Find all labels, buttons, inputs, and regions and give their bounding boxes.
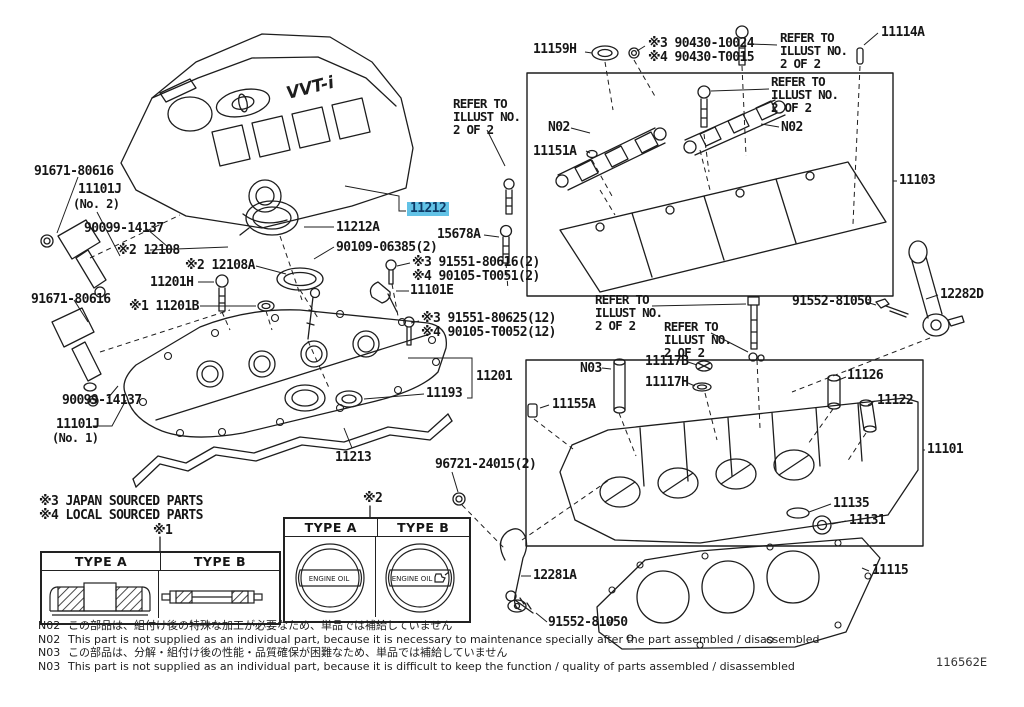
- part-label-11101j-no1: 11101J: [56, 417, 100, 432]
- part-label-11131: 11131: [849, 513, 886, 528]
- refer-note-mid-2: REFER TO ILLUST NO. 2 OF 2: [664, 319, 732, 361]
- part-label-91671-80616-bot: 91671-80616: [31, 292, 111, 307]
- table2-header-type-b: TYPE B: [376, 519, 470, 536]
- table1-divider: [158, 571, 159, 618]
- refer-note-top-right: REFER TO ILLUST NO. 2 OF 2: [780, 30, 848, 72]
- part-label-11101e: 11101E: [410, 283, 454, 298]
- cap-text-type-a: ENGINE OIL: [309, 575, 350, 583]
- part-label-11201b: ※1 11201B: [129, 299, 199, 314]
- part-label-n02-left: N02: [548, 120, 570, 135]
- part-label-11135: 11135: [833, 496, 870, 511]
- part-label-11126: 11126: [847, 368, 884, 383]
- part-label-11101j-no2-sub: (No. 2): [73, 197, 120, 211]
- cover-logo-text: VVT-i: [284, 72, 337, 103]
- part-label-11115: 11115: [872, 563, 909, 578]
- footnote-text: This part is not supplied as an individu…: [68, 632, 820, 646]
- part-label-11101j-no1-sub: (No. 1): [52, 431, 99, 445]
- part-label-11117b: 11117B: [645, 354, 689, 369]
- table2-header-type-a: TYPE A: [304, 520, 357, 535]
- table2-mark: ※2: [363, 491, 383, 506]
- table1-drawings: [49, 582, 263, 616]
- part-label-91551-80625: ※3 91551-80625(12): [421, 311, 557, 326]
- part-label-96721-24015: 96721-24015(2): [435, 457, 537, 472]
- footnotes: N02 この部品は、組付け後の特殊な加工が必要なため、単品では補給していません …: [38, 619, 988, 673]
- part-label-11101j-no2: 11101J: [78, 182, 122, 197]
- part-label-11201: 11201: [476, 369, 513, 384]
- part-label-12108a: ※2 12108A: [185, 258, 255, 273]
- part-label-90099-14137-top: 90099-14137: [84, 221, 164, 236]
- part-label-90430-t0015: ※4 90430-T0015: [648, 50, 755, 65]
- part-label-90430-10024: ※3 90430-10024: [648, 36, 755, 51]
- part-label-11114a: 11114A: [881, 25, 925, 40]
- part-label-11213: 11213: [335, 450, 372, 465]
- footnote-row: N03 この部品は、分解・組付け後の性能・品質確保が困難なため、単品では補給して…: [38, 646, 988, 660]
- part-label-12108: ※2 12108: [117, 243, 180, 258]
- type-table-seals: TYPE A TYPE B: [40, 551, 281, 625]
- table2-divider: [375, 537, 376, 617]
- part-label-12282d: 12282D: [940, 287, 984, 302]
- part-label-12281a: 12281A: [533, 568, 577, 583]
- part-label-11117h: 11117H: [645, 375, 689, 390]
- footnote-text: This part is not supplied as an individu…: [68, 659, 795, 673]
- footnote-text: この部品は、分解・組付け後の性能・品質確保が困難なため、単品では補給していません: [68, 646, 508, 660]
- footnote-text: この部品は、組付け後の特殊な加工が必要なため、単品では補給していません: [68, 619, 453, 632]
- refer-note-mid-1: REFER TO ILLUST NO. 2 OF 2: [595, 292, 663, 334]
- part-label-11212-highlighted[interactable]: 11212: [407, 202, 450, 216]
- part-label-11159h: 11159H: [533, 42, 577, 57]
- cap-text-type-b: ENGINE OIL: [392, 575, 433, 583]
- footnote-code: N02: [38, 619, 61, 632]
- part-label-91552-81050-bot: 91552-81050: [548, 615, 628, 630]
- footnote-row: N02 この部品は、組付け後の特殊な加工が必要なため、単品では補給していません: [38, 619, 988, 633]
- part-label-90109-06385: 90109-06385(2): [336, 240, 438, 255]
- diagram-code: 116562E: [936, 655, 988, 669]
- part-label-90105-t0052: ※4 90105-T0052(12): [421, 325, 557, 340]
- part-label-n02-right: N02: [781, 120, 803, 135]
- part-label-11155a: 11155A: [552, 397, 596, 412]
- footnote-code: N03: [38, 659, 61, 673]
- part-label-11201h: 11201H: [150, 275, 194, 290]
- part-label-91551-80616: ※3 91551-80616(2): [412, 255, 540, 270]
- part-label-90105-t0051: ※4 90105-T0051(2): [412, 269, 540, 284]
- legend-local-sourced: ※4 LOCAL SOURCED PARTS: [39, 508, 203, 523]
- part-label-11122: 11122: [877, 393, 914, 408]
- table1-mark: ※1: [153, 523, 173, 538]
- part-label-11103: 11103: [899, 173, 936, 188]
- part-label-11212a: 11212A: [336, 220, 380, 235]
- footnote-code: N02: [38, 632, 61, 646]
- part-label-11151a: 11151A: [533, 144, 577, 159]
- footnote-row: N02 This part is not supplied as an indi…: [38, 633, 988, 647]
- refer-note-top-right-2: REFER TO ILLUST NO. 2 OF 2: [771, 74, 839, 116]
- oil-can-icon: [434, 571, 450, 583]
- part-label-90099-14137-bot: 90099-14137: [62, 393, 142, 408]
- part-label-n03: N03: [580, 361, 602, 376]
- part-label-91552-81050-top: 91552-81050: [792, 294, 872, 309]
- part-label-11101: 11101: [927, 442, 964, 457]
- type-table-oil-caps: TYPE A TYPE B ENGINE OIL ENGINE OIL: [283, 517, 471, 623]
- table1-header-type-b: TYPE B: [160, 553, 279, 570]
- part-label-15678a: 15678A: [437, 227, 481, 242]
- part-label-91671-80616-top: 91671-80616: [34, 164, 114, 179]
- footnote-code: N03: [38, 646, 61, 660]
- table1-header-type-a: TYPE A: [74, 554, 128, 569]
- footnote-row: N03 This part is not supplied as an indi…: [38, 660, 988, 674]
- part-label-11193: 11193: [426, 386, 463, 401]
- table2-drawings: ENGINE OIL ENGINE OIL: [295, 543, 455, 613]
- legend-japan-sourced: ※3 JAPAN SOURCED PARTS: [39, 494, 203, 509]
- refer-note-left: REFER TO ILLUST NO. 2 OF 2: [453, 96, 521, 138]
